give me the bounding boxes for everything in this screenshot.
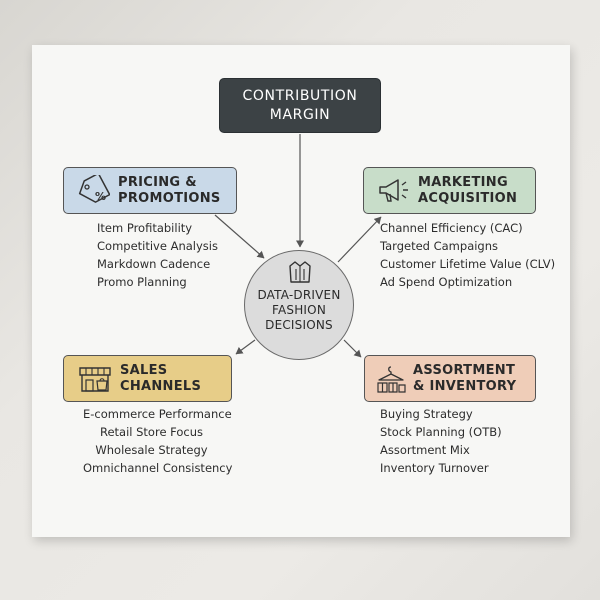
list-item: Inventory Turnover (380, 461, 489, 475)
sales-title-line2: CHANNELS (120, 379, 202, 394)
pricing-items-list: Item Profitability Competitive Analysis … (97, 219, 218, 291)
assortment-items-list: Buying Strategy Stock Planning (OTB) Ass… (380, 405, 502, 477)
list-item: Item Profitability (97, 221, 193, 235)
sales-channels-node: SALES CHANNELS (63, 355, 232, 402)
list-item: Omnichannel Consistency (83, 461, 233, 475)
list-item: Buying Strategy (380, 407, 473, 421)
list-item: E-commerce Performance (83, 407, 232, 421)
jacket-icon (289, 261, 311, 283)
center-line3: DECISIONS (265, 318, 333, 332)
storefront-icon (79, 367, 111, 392)
svg-text:%: % (95, 190, 106, 203)
top-node-line2: MARGIN (269, 106, 331, 123)
marketing-title-line2: ACQUISITION (418, 191, 518, 206)
list-item: Channel Efficiency (CAC) (380, 221, 523, 235)
assortment-title-line1: ASSORTMENT (413, 363, 516, 378)
center-line1: DATA-DRIVEN (257, 288, 341, 302)
marketing-items-list: Channel Efficiency (CAC) Targeted Campai… (380, 219, 555, 291)
list-item: Competitive Analysis (97, 239, 218, 253)
list-item: Customer Lifetime Value (CLV) (380, 257, 556, 271)
list-item: Targeted Campaigns (380, 239, 499, 253)
marketing-title-line1: MARKETING (418, 175, 508, 190)
contribution-margin-label: CONTRIBUTION MARGIN (243, 87, 358, 125)
price-tag-icon: % (78, 175, 110, 203)
pricing-title-line2: PROMOTIONS (118, 191, 221, 206)
contribution-margin-node: CONTRIBUTION MARGIN (219, 78, 381, 133)
list-item: Assortment Mix (380, 443, 470, 457)
assortment-title-line2: & INVENTORY (413, 379, 517, 394)
sales-title-line1: SALES (120, 363, 168, 378)
list-item: Stock Planning (OTB) (380, 425, 502, 439)
center-line2: FASHION (271, 303, 326, 317)
megaphone-icon (379, 179, 408, 202)
top-node-line1: CONTRIBUTION (242, 87, 358, 104)
sales-items-list: E-commerce Performance Retail Store Focu… (83, 405, 233, 477)
marketing-acquisition-node: MARKETING ACQUISITION (363, 167, 536, 214)
hanger-boxes-icon (377, 366, 406, 393)
data-driven-decisions-hub: DATA-DRIVEN FASHION DECISIONS (244, 250, 354, 360)
list-item: Retail Store Focus (99, 425, 204, 439)
list-item: Wholesale Strategy (95, 443, 208, 457)
list-item: Markdown Cadence (97, 257, 211, 271)
pricing-title-line1: PRICING & (118, 175, 197, 190)
list-item: Ad Spend Optimization (380, 275, 513, 289)
pricing-promotions-node: % PRICING & PROMOTIONS (63, 167, 237, 214)
assortment-inventory-node: ASSORTMENT & INVENTORY (364, 355, 536, 402)
list-item: Promo Planning (97, 275, 187, 289)
